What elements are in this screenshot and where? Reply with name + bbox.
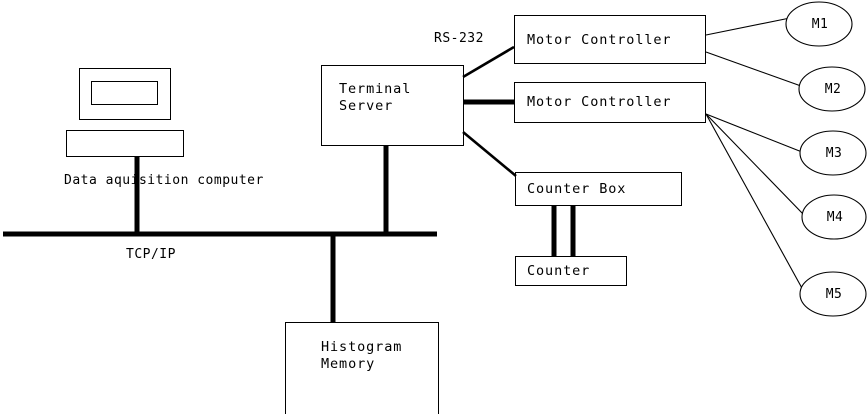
motor-controller-2-box [514, 82, 706, 123]
terminal-server-label-line1: Terminal [339, 81, 412, 97]
motor-ellipse-m3 [799, 130, 867, 176]
computer-caption-label: Data aquisition computer [64, 173, 264, 188]
motor-ellipse-m2 [798, 66, 866, 112]
link-motorctrl2-to-m4 [705, 113, 805, 216]
motor-controller-1-box [514, 15, 706, 64]
monitor-screen [91, 81, 158, 105]
counter-box-box [515, 172, 682, 206]
histogram-memory-label-line1: Histogram [321, 339, 403, 355]
motor-label-m4: M4 [826, 210, 844, 225]
link-motorctrl2-to-m5 [705, 113, 804, 291]
terminal-server-label-line2: Server [339, 98, 394, 114]
motor-controller-1-label: Motor Controller [527, 32, 672, 48]
motor-ellipse-m5 [799, 271, 867, 317]
rs232-link-label: RS-232 [434, 31, 484, 46]
histogram-memory-label-line2: Memory [321, 356, 376, 372]
counter-label: Counter [527, 263, 591, 279]
link-terminal-to-motorctrl1 [462, 45, 515, 79]
motor-label-m1: M1 [811, 17, 829, 32]
link-motorctrl1-to-m1 [705, 17, 791, 36]
motor-label-m3: M3 [825, 146, 843, 161]
motor-ellipse-m1 [785, 1, 853, 47]
link-terminal-to-counterbox [462, 130, 517, 178]
terminal-server-box [321, 65, 464, 146]
motor-ellipse-m4 [801, 194, 867, 240]
counter-box-label: Counter Box [527, 181, 627, 197]
link-motorctrl2-to-m3 [705, 113, 803, 153]
motor-label-m2: M2 [824, 82, 842, 97]
link-motorctrl1-to-m2 [705, 51, 802, 87]
counter-box [515, 256, 627, 286]
motor-controller-2-label: Motor Controller [527, 94, 672, 110]
motor-label-m5: M5 [825, 287, 843, 302]
tcpip-bus-label: TCP/IP [126, 247, 176, 262]
histogram-memory-box [285, 322, 439, 414]
computer-base [66, 130, 184, 157]
